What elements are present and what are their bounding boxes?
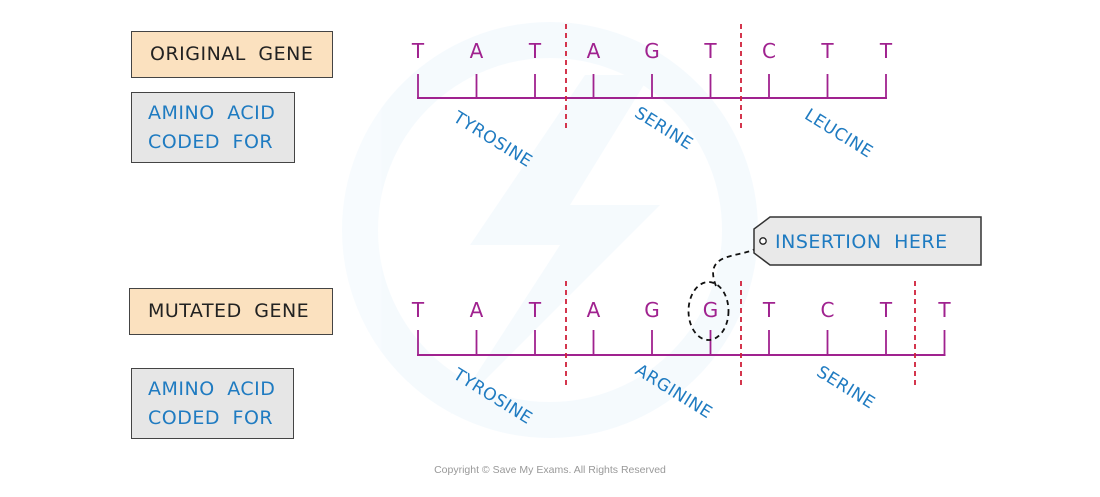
mutated-gene-text: MUTATED GENE <box>148 300 310 322</box>
base-letter: A <box>470 39 484 63</box>
amino-acid-label: TYROSINE <box>449 107 536 172</box>
amino-acid-line2: CODED FOR <box>148 407 274 429</box>
amino-acid-line2: CODED FOR <box>148 131 274 153</box>
copyright-footer: Copyright © Save My Exams. All Rights Re… <box>434 464 666 476</box>
watermark-logo <box>342 22 758 438</box>
base-letter: T <box>879 298 893 322</box>
amino-acid-line1: AMINO ACID <box>148 378 276 400</box>
base-letter: A <box>470 298 484 322</box>
mutated-gene-label: MUTATED GENE <box>129 288 333 335</box>
tag-hole <box>759 237 767 245</box>
base-letter: G <box>644 39 660 63</box>
base-letter: C <box>762 39 776 63</box>
base-letter: G <box>703 298 719 322</box>
original-amino-acid-label: AMINO ACID CODED FOR <box>131 92 295 163</box>
mutated-amino-acid-label: AMINO ACID CODED FOR <box>131 368 294 439</box>
original-gene-label: ORIGINAL GENE <box>131 31 333 78</box>
insertion-tag-text: INSERTION HERE <box>775 231 948 253</box>
base-letter: T <box>411 39 425 63</box>
base-letter: T <box>411 298 425 322</box>
watermark-ring <box>342 22 758 438</box>
base-letter: T <box>879 39 893 63</box>
base-letter: T <box>528 39 542 63</box>
insertion-connector <box>712 240 764 287</box>
base-letter: T <box>937 298 951 322</box>
base-letter: T <box>762 298 776 322</box>
amino-acid-line1: AMINO ACID <box>148 102 276 124</box>
original-gene-text: ORIGINAL GENE <box>150 43 314 65</box>
watermark-bolt <box>450 75 660 415</box>
insertion-tag: INSERTION HERE <box>753 216 982 266</box>
amino-acid-label: SERINE <box>813 362 879 413</box>
base-letter: A <box>587 39 601 63</box>
tag-shape <box>753 216 982 266</box>
base-letter: C <box>821 298 835 322</box>
base-letter: A <box>587 298 601 322</box>
base-letter: T <box>528 298 542 322</box>
base-letter: T <box>703 39 717 63</box>
insertion-highlight-circle <box>687 281 730 341</box>
amino-acid-label: LEUCINE <box>801 105 876 162</box>
base-letter: T <box>820 39 834 63</box>
base-letter: G <box>644 298 660 322</box>
